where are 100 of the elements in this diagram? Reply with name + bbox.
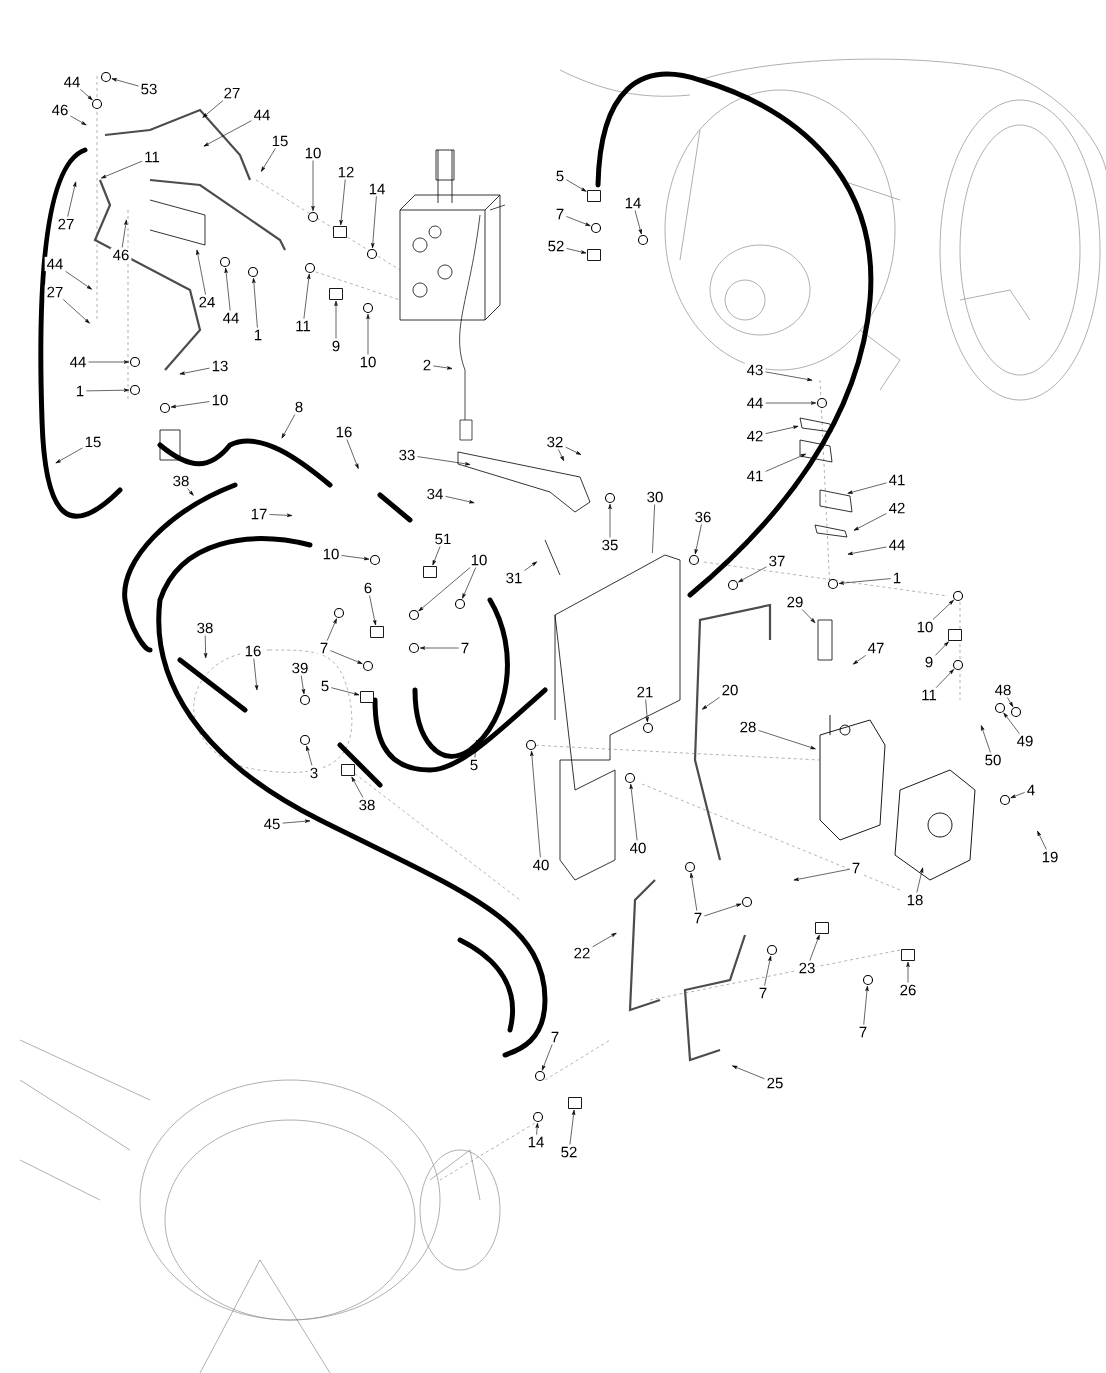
leader-line bbox=[67, 181, 77, 217]
leader-line bbox=[592, 932, 617, 948]
leader-line bbox=[732, 1065, 765, 1080]
washer bbox=[366, 248, 378, 260]
callout-number: 41 bbox=[744, 468, 766, 484]
fitting bbox=[815, 922, 829, 934]
leader-line bbox=[847, 546, 887, 555]
leader-line bbox=[566, 216, 591, 227]
washer bbox=[624, 772, 636, 784]
washer bbox=[525, 739, 537, 751]
callout-number: 24 bbox=[196, 294, 218, 310]
fitting bbox=[329, 288, 343, 300]
washer bbox=[604, 492, 616, 504]
leader-line bbox=[738, 566, 767, 583]
washer bbox=[408, 609, 420, 621]
washer bbox=[304, 262, 316, 274]
washer bbox=[219, 256, 231, 268]
callout-number: 38 bbox=[194, 620, 216, 636]
callout-number: 8 bbox=[292, 399, 306, 415]
washer bbox=[741, 896, 753, 908]
fitting bbox=[948, 629, 962, 641]
callout-number: 27 bbox=[55, 216, 77, 232]
callout-number: 21 bbox=[634, 684, 656, 700]
washer bbox=[727, 579, 739, 591]
washer bbox=[637, 234, 649, 246]
leader-line bbox=[55, 447, 83, 464]
callout-number: 38 bbox=[356, 797, 378, 813]
leader-line bbox=[70, 115, 87, 126]
fitting bbox=[341, 764, 355, 776]
callout-number: 11 bbox=[293, 318, 313, 334]
leader-line bbox=[569, 1109, 576, 1145]
washer bbox=[362, 302, 374, 314]
fitting bbox=[901, 949, 915, 961]
leader-line bbox=[111, 78, 139, 87]
washer bbox=[532, 1111, 544, 1123]
leader-line bbox=[445, 496, 475, 504]
leader-line bbox=[853, 513, 887, 531]
leader-line bbox=[838, 578, 891, 585]
washer bbox=[129, 356, 141, 368]
callout-number: 50 bbox=[982, 752, 1004, 768]
leader-line bbox=[935, 641, 949, 656]
washer bbox=[862, 974, 874, 986]
callout-number: 45 bbox=[261, 816, 283, 832]
callout-number: 14 bbox=[525, 1134, 547, 1150]
leader-line bbox=[101, 160, 143, 179]
callout-number: 18 bbox=[904, 892, 926, 908]
leader-line bbox=[906, 961, 910, 983]
leader-line bbox=[86, 388, 130, 392]
washer bbox=[369, 554, 381, 566]
leader-line bbox=[535, 1122, 539, 1135]
leader-line bbox=[690, 872, 698, 911]
leader-line bbox=[418, 567, 471, 612]
callout-number: 13 bbox=[209, 358, 231, 374]
callout-number: 47 bbox=[865, 640, 887, 656]
callout-number: 28 bbox=[737, 719, 759, 735]
leader-line bbox=[565, 446, 582, 455]
callout-number: 29 bbox=[784, 594, 806, 610]
leader-line bbox=[652, 504, 655, 554]
callout-number: 14 bbox=[622, 195, 644, 211]
callout-number: 5 bbox=[318, 678, 332, 694]
leader-line bbox=[351, 776, 364, 798]
callout-number: 42 bbox=[886, 500, 908, 516]
leader-line bbox=[306, 745, 313, 766]
callout-number: 12 bbox=[335, 164, 357, 180]
callout-number: 33 bbox=[396, 447, 418, 463]
leader-line bbox=[847, 482, 887, 494]
leader-line bbox=[330, 650, 363, 664]
callout-number: 40 bbox=[530, 857, 552, 873]
washer bbox=[816, 397, 828, 409]
callout-number: 1 bbox=[251, 327, 265, 343]
callout-number: 35 bbox=[599, 537, 621, 553]
leader-line bbox=[62, 299, 90, 324]
leader-line bbox=[645, 699, 649, 723]
leader-line bbox=[765, 371, 813, 382]
callout-number: 52 bbox=[558, 1144, 580, 1160]
fitting bbox=[568, 1097, 582, 1109]
leader-line bbox=[346, 439, 359, 469]
callout-number: 32 bbox=[544, 434, 566, 450]
leader-line bbox=[566, 179, 587, 192]
callout-number: 17 bbox=[248, 506, 270, 522]
callout-number: 38 bbox=[170, 473, 192, 489]
callout-number: 43 bbox=[744, 362, 766, 378]
washer bbox=[994, 702, 1006, 714]
fitting bbox=[333, 226, 347, 238]
leader-line bbox=[196, 249, 206, 295]
leader-line bbox=[702, 697, 720, 710]
leader-line bbox=[432, 546, 441, 566]
callout-number: 44 bbox=[744, 395, 766, 411]
leader-line bbox=[326, 618, 337, 641]
callout-number: 11 bbox=[919, 687, 939, 703]
leader-line bbox=[462, 567, 477, 599]
washer bbox=[299, 734, 311, 746]
leader-line bbox=[341, 555, 370, 561]
callout-number: 53 bbox=[138, 81, 160, 97]
callout-number: 44 bbox=[61, 74, 83, 90]
leader-line bbox=[433, 365, 453, 370]
leader-line bbox=[530, 750, 541, 858]
callout-number: 27 bbox=[221, 85, 243, 101]
leader-line bbox=[366, 313, 370, 355]
callout-number: 7 bbox=[458, 640, 472, 656]
